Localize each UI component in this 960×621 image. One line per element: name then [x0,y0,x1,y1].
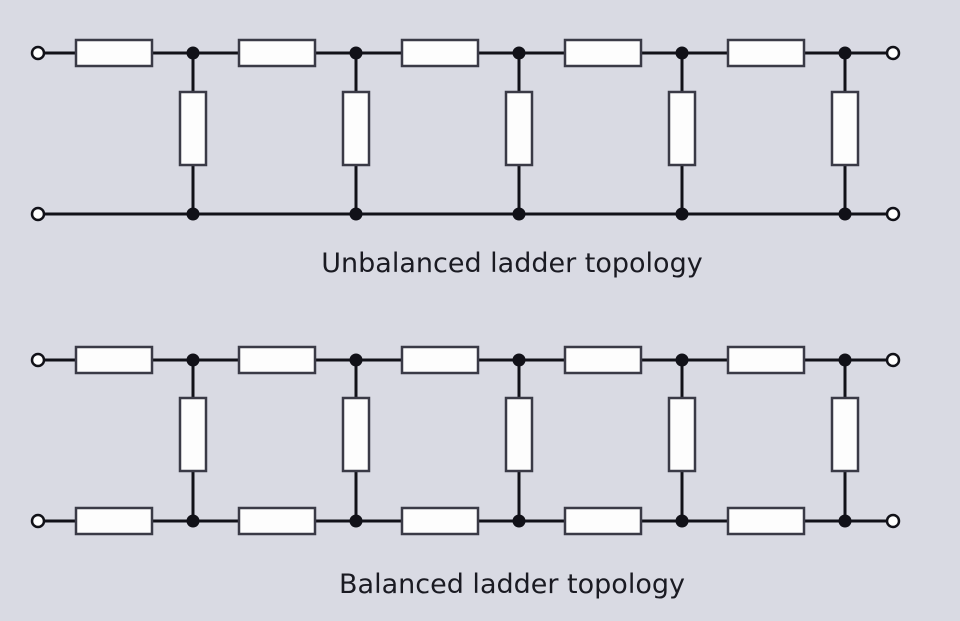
shunt-resistor [504,90,534,167]
junction-node-bottom [838,207,852,221]
series-resistor-top [563,38,643,68]
series-resistor-top [726,38,806,68]
output-terminal-bottom [885,206,901,222]
junction-node-bottom [512,514,526,528]
junction-node-top [186,46,200,60]
shunt-resistor [667,90,697,167]
junction-node-bottom [186,514,200,528]
output-terminal-bottom [885,513,901,529]
junction-node-bottom [349,514,363,528]
junction-node-bottom [512,207,526,221]
shunt-resistor [830,396,860,473]
shunt-resistor [178,90,208,167]
figure-caption-unbalanced: Unbalanced ladder topology [321,248,702,279]
series-resistor-top [237,38,317,68]
junction-node-top [675,353,689,367]
series-resistor-top [400,345,480,375]
junction-node-bottom [675,514,689,528]
series-resistor-top [74,38,154,68]
shunt-resistor [341,90,371,167]
input-terminal-bottom [30,206,46,222]
junction-node-bottom [186,207,200,221]
shunt-resistor [341,396,371,473]
series-resistor-bottom [726,506,806,536]
input-terminal-top [30,45,46,61]
shunt-resistor [504,396,534,473]
junction-node-bottom [675,207,689,221]
series-resistor-bottom [400,506,480,536]
input-terminal-top [30,352,46,368]
junction-node-top [349,46,363,60]
series-resistor-bottom [563,506,643,536]
figure-balanced: Balanced ladder topology [30,345,901,600]
series-resistor-bottom [74,506,154,536]
figure-caption-balanced: Balanced ladder topology [339,569,685,600]
shunt-resistor [667,396,697,473]
junction-node-bottom [838,514,852,528]
junction-node-top [186,353,200,367]
shunt-resistor [830,90,860,167]
junction-node-top [675,46,689,60]
junction-node-top [838,46,852,60]
output-terminal-top [885,352,901,368]
junction-node-top [512,46,526,60]
output-terminal-top [885,45,901,61]
series-resistor-top [563,345,643,375]
shunt-resistor [178,396,208,473]
figure-unbalanced: Unbalanced ladder topology [30,38,901,279]
series-resistor-top [74,345,154,375]
series-resistor-top [400,38,480,68]
junction-node-bottom [349,207,363,221]
series-resistor-bottom [237,506,317,536]
junction-node-top [838,353,852,367]
junction-node-top [349,353,363,367]
series-resistor-top [726,345,806,375]
junction-node-top [512,353,526,367]
series-resistor-top [237,345,317,375]
input-terminal-bottom [30,513,46,529]
